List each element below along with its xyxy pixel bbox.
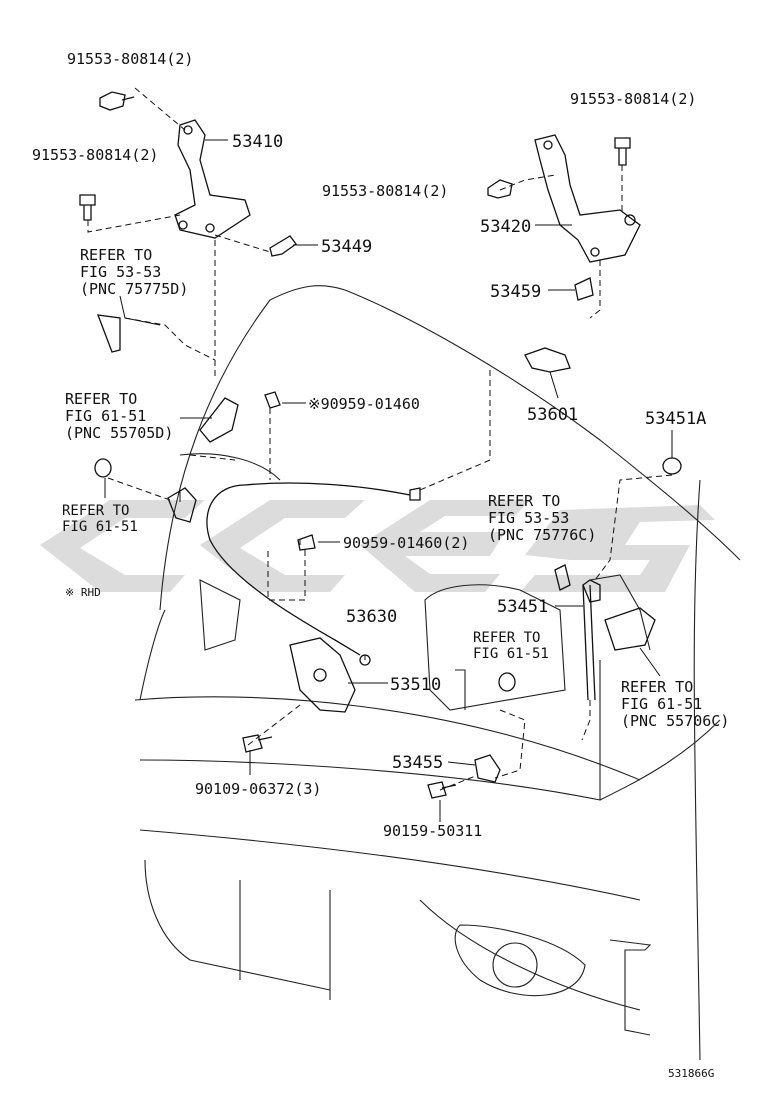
label-release-handle-53601: 53601 xyxy=(527,405,578,425)
label-clip-53449: 53449 xyxy=(321,237,372,257)
callout-lines xyxy=(104,139,673,822)
label-bolt-90159: 90159-50311 xyxy=(383,822,482,840)
refer-fig-61-51-mid: REFER TO FIG 61-51 xyxy=(473,630,549,662)
hood-stay-rod xyxy=(582,579,601,701)
grommet-icon xyxy=(498,672,516,692)
refer-fig-61-51-left: REFER TO FIG 61-51 (PNC 55705D) xyxy=(65,390,173,442)
latch-part-icon xyxy=(167,487,197,523)
refer-line: REFER TO xyxy=(80,246,152,264)
refer-fig-61-51-right: REFER TO FIG 61-51 (PNC 55706C) xyxy=(621,678,729,730)
refer-line: REFER TO xyxy=(473,630,540,646)
grommet-icon xyxy=(94,458,112,478)
refer-line: (PNC 55705D) xyxy=(65,424,173,442)
clip-icon xyxy=(574,277,594,301)
label-bolt-91553-top-left: 91553-80814(2) xyxy=(67,50,193,68)
refer-line: (PNC 75775D) xyxy=(80,280,188,298)
label-bolt-91553-top-right: 91553-80814(2) xyxy=(570,90,696,108)
refer-line: REFER TO xyxy=(621,678,693,696)
refer-line: REFER TO xyxy=(488,492,560,510)
diagram-code: 531866G xyxy=(668,1067,714,1080)
vehicle-body-outline xyxy=(134,285,741,1061)
refer-line: FIG 61-51 xyxy=(473,646,549,662)
bolt-icon xyxy=(614,137,631,166)
label-stay-rod-53451: 53451 xyxy=(497,597,548,617)
refer-fig-53-53-left: REFER TO FIG 53-53 (PNC 75775D) xyxy=(80,246,188,298)
release-cable xyxy=(206,482,421,666)
refer-line: FIG 61-51 xyxy=(62,519,138,535)
stay-holder-icon xyxy=(554,564,571,591)
refer-line: REFER TO xyxy=(65,390,137,408)
label-bracket-53455: 53455 xyxy=(392,753,443,773)
bolt-icon xyxy=(427,781,457,799)
cushion-icon xyxy=(662,457,682,475)
clip-icon xyxy=(269,235,297,257)
clip-icon xyxy=(264,391,281,409)
label-clip-90959-a: ※90959-01460 xyxy=(308,395,420,413)
bolt-icon xyxy=(99,91,135,111)
rhd-note: ※ RHD xyxy=(65,586,101,599)
label-clip-53459: 53459 xyxy=(490,282,541,302)
label-clip-90959-b: 90959-01460(2) xyxy=(343,534,469,552)
refer-line: REFER TO xyxy=(62,503,129,519)
label-hinge-53410: 53410 xyxy=(232,132,283,152)
hood-lock-icon xyxy=(289,637,356,713)
label-lock-53510: 53510 xyxy=(390,675,441,695)
refer-line: FIG 53-53 xyxy=(488,509,569,527)
bolt-icon xyxy=(79,194,96,221)
label-cable-53630: 53630 xyxy=(346,607,397,627)
refer-fig-53-53-right: REFER TO FIG 53-53 (PNC 75776C) xyxy=(488,492,596,544)
hood-hinge-left xyxy=(174,119,251,239)
refer-line: FIG 61-51 xyxy=(621,695,702,713)
label-bolt-90109: 90109-06372(3) xyxy=(195,780,321,798)
fender-part-icon xyxy=(97,314,239,443)
label-bolt-91553-right-mid: 91553-80814(2) xyxy=(322,182,448,200)
release-handle-icon xyxy=(524,347,571,373)
bolt-icon xyxy=(242,734,273,753)
label-cushion-53451a: 53451A xyxy=(645,409,706,429)
bolt-icon xyxy=(487,179,513,199)
refer-fig-61-51-small: REFER TO FIG 61-51 xyxy=(62,503,138,535)
refer-line: FIG 53-53 xyxy=(80,263,161,281)
fender-latch-icon xyxy=(604,607,656,651)
refer-line: (PNC 75776C) xyxy=(488,526,596,544)
clip-icon xyxy=(297,534,316,551)
refer-line: (PNC 55706C) xyxy=(621,712,729,730)
refer-line: FIG 61-51 xyxy=(65,407,146,425)
label-hinge-53420: 53420 xyxy=(480,217,531,237)
hood-hinge-right xyxy=(534,134,641,263)
label-bolt-91553-left: 91553-80814(2) xyxy=(32,146,158,164)
watermark-logo xyxy=(40,500,715,592)
